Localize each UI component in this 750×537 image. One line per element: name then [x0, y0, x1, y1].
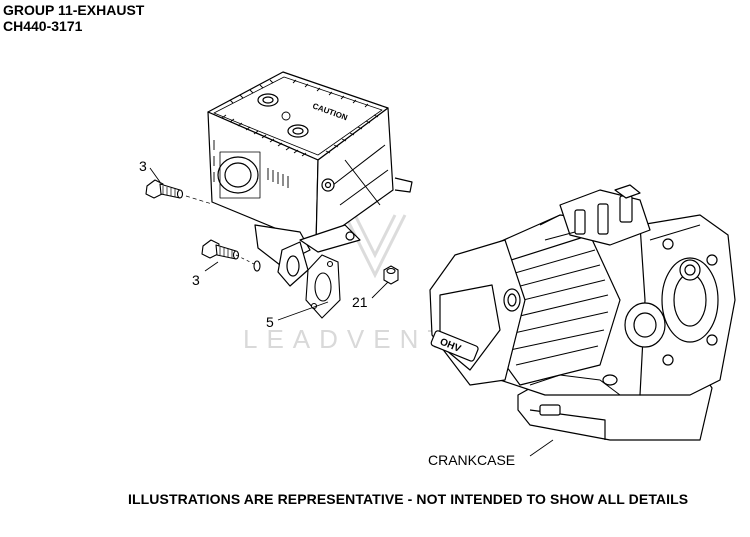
callout-crankcase: CRANKCASE: [428, 452, 515, 468]
callout-bolt-lower: 3: [192, 272, 200, 288]
disclaimer-note: ILLUSTRATIONS ARE REPRESENTATIVE - NOT I…: [128, 491, 689, 507]
nut: [383, 265, 399, 285]
callout-gasket: 5: [266, 314, 274, 330]
bolt-lower: [201, 239, 261, 272]
gasket: [305, 254, 341, 319]
model-number: CH440-3171: [3, 18, 83, 34]
diagram-title: GROUP 11-EXHAUST: [3, 2, 145, 18]
bolt-upper: [145, 179, 184, 199]
callout-bolt-upper: 3: [139, 158, 147, 174]
callout-nut: 21: [352, 294, 368, 310]
crankcase: OHV: [429, 184, 736, 441]
muffler: CAUTION: [185, 71, 413, 287]
leader-lines: [149, 167, 554, 457]
